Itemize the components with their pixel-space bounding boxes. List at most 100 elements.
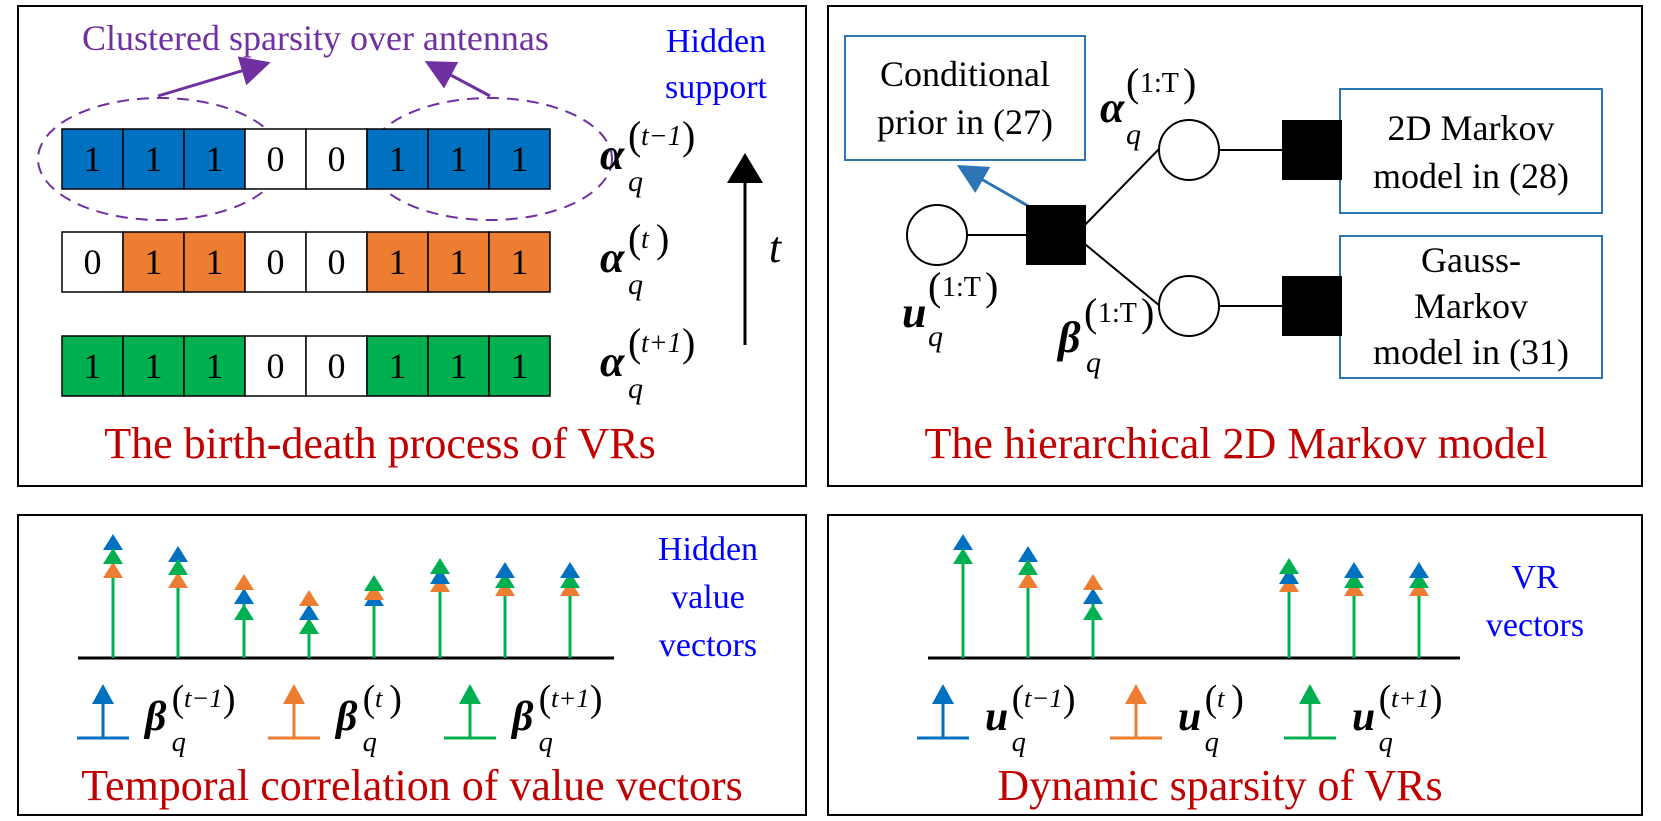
legend-label-2: uq(t+1) (1352, 678, 1443, 758)
support-cell (61, 128, 124, 190)
vr-vectors-line1: VR (1511, 559, 1559, 596)
stem-arrowhead (1083, 604, 1103, 620)
svg-text:(: ( (928, 264, 941, 309)
svg-text:(: ( (1084, 290, 1097, 335)
legend-item-1: βq(t) (268, 678, 402, 758)
stem-arrowhead (1344, 562, 1364, 578)
stem-1 (168, 546, 188, 658)
support-cell (61, 231, 124, 293)
legend-label-1-symbol: u (1178, 694, 1201, 740)
legend-label-2-sub: q (539, 727, 553, 758)
prior-arrow (956, 165, 1031, 209)
legend-item-2: βq(t+1) (444, 678, 603, 758)
gauss-markov-line1: Gauss- (1421, 240, 1521, 280)
alpha-row-label-0: αq(t−1) (600, 113, 695, 198)
svg-text:(: ( (539, 678, 552, 720)
legend-label-2-symbol: β (510, 694, 534, 740)
central-factor-node (1026, 205, 1086, 265)
markov-factor-node (1282, 120, 1342, 180)
svg-text:1:T: 1:T (942, 272, 981, 303)
support-cell (488, 335, 551, 397)
alpha-row-label-0-sub: q (628, 165, 643, 198)
support-cell-value: 0 (328, 139, 346, 179)
cluster-arrow-left (157, 56, 271, 98)
u-variable-node (906, 204, 968, 266)
stem-arrowhead (430, 568, 450, 584)
support-cell-value: 1 (145, 346, 163, 386)
stem-2 (1083, 574, 1103, 658)
legend-arrowhead (92, 684, 114, 704)
beta-1T-label: β q ( 1:T ) (1056, 290, 1154, 379)
stem-arrowhead (1018, 546, 1038, 562)
stem-arrowhead (430, 558, 450, 574)
svg-text:): ) (1141, 290, 1154, 335)
svg-text:(: ( (1126, 60, 1139, 105)
legend-item-0: βq(t−1) (77, 678, 236, 758)
legend-label-0-sub: q (172, 727, 186, 758)
svg-text:): ) (1063, 678, 1076, 720)
alpha-row-label-1-sub: q (628, 268, 643, 301)
stem-5 (430, 558, 450, 658)
legend-label-1-sup: t (375, 683, 383, 713)
gauss-markov-box (1339, 235, 1603, 379)
support-cell (488, 231, 551, 293)
support-cell-value: 1 (84, 139, 102, 179)
svg-text:(: ( (363, 678, 376, 720)
svg-text:(: ( (628, 320, 641, 365)
svg-text:): ) (656, 216, 669, 261)
support-cell (183, 335, 246, 397)
legend-label-0-sup: t−1 (184, 683, 223, 713)
gauss-factor-node (1282, 276, 1342, 336)
support-cell-value: 1 (450, 242, 468, 282)
support-cell (366, 335, 429, 397)
stem-3 (299, 590, 319, 658)
stem-arrowhead (168, 546, 188, 562)
legend-label-0-sup: t−1 (1024, 683, 1063, 713)
legend-label-0: βq(t−1) (143, 678, 236, 758)
support-cell-value: 0 (267, 242, 285, 282)
panel-border (827, 5, 1643, 487)
svg-text:1:T: 1:T (1098, 298, 1137, 329)
svg-text:(: ( (172, 678, 185, 720)
stem-1 (1018, 546, 1038, 658)
panel-title-hierarchical: The hierarchical 2D Markov model (924, 419, 1547, 468)
cluster-ellipse-right (367, 97, 613, 221)
stem-arrowhead (168, 559, 188, 575)
support-cell-value: 1 (206, 346, 224, 386)
panel-temporal-correlation: Hidden value vectors βq(t−1)βq(t)βq(t+1)… (17, 514, 807, 816)
support-cell-value: 1 (511, 346, 529, 386)
stem-2 (234, 574, 254, 658)
alpha-row-label-2-sup: t+1 (641, 328, 682, 359)
stem-arrowhead (953, 534, 973, 550)
stem-0 (103, 534, 123, 658)
vr-stems (953, 534, 1429, 658)
stem-0 (953, 534, 973, 658)
stem-arrowhead (299, 590, 319, 606)
markov-2d-line2: model in (28) (1373, 156, 1569, 196)
svg-text:u: u (902, 288, 926, 337)
legend-item-2: uq(t+1) (1284, 678, 1443, 758)
stem-arrowhead (1018, 559, 1038, 575)
support-cell-value: 1 (389, 346, 407, 386)
legend-item-0: uq(t−1) (917, 678, 1076, 758)
alpha-row-label-2: αq(t+1) (600, 320, 695, 405)
svg-text:1:T: 1:T (1140, 68, 1179, 99)
alpha-1T-label: α q ( 1:T ) (1100, 60, 1196, 151)
support-cell (427, 335, 490, 397)
legend-label-0-sub: q (1012, 727, 1026, 758)
svg-text:q: q (1126, 118, 1141, 151)
support-cell-value: 0 (267, 139, 285, 179)
alpha-row-label-1-sup: t (641, 224, 650, 255)
support-cell-value: 1 (450, 346, 468, 386)
support-cell-value: 1 (511, 139, 529, 179)
stem-6 (495, 562, 515, 658)
panel-birth-death: Clustered sparsity over antennas Hidden … (17, 5, 807, 487)
support-cell-value: 1 (450, 139, 468, 179)
markov-2d-box (1339, 88, 1603, 214)
svg-text:α: α (1100, 83, 1125, 132)
legend-label-1-sub: q (363, 727, 377, 758)
support-cell-value: 0 (328, 346, 346, 386)
stem-7 (560, 562, 580, 658)
